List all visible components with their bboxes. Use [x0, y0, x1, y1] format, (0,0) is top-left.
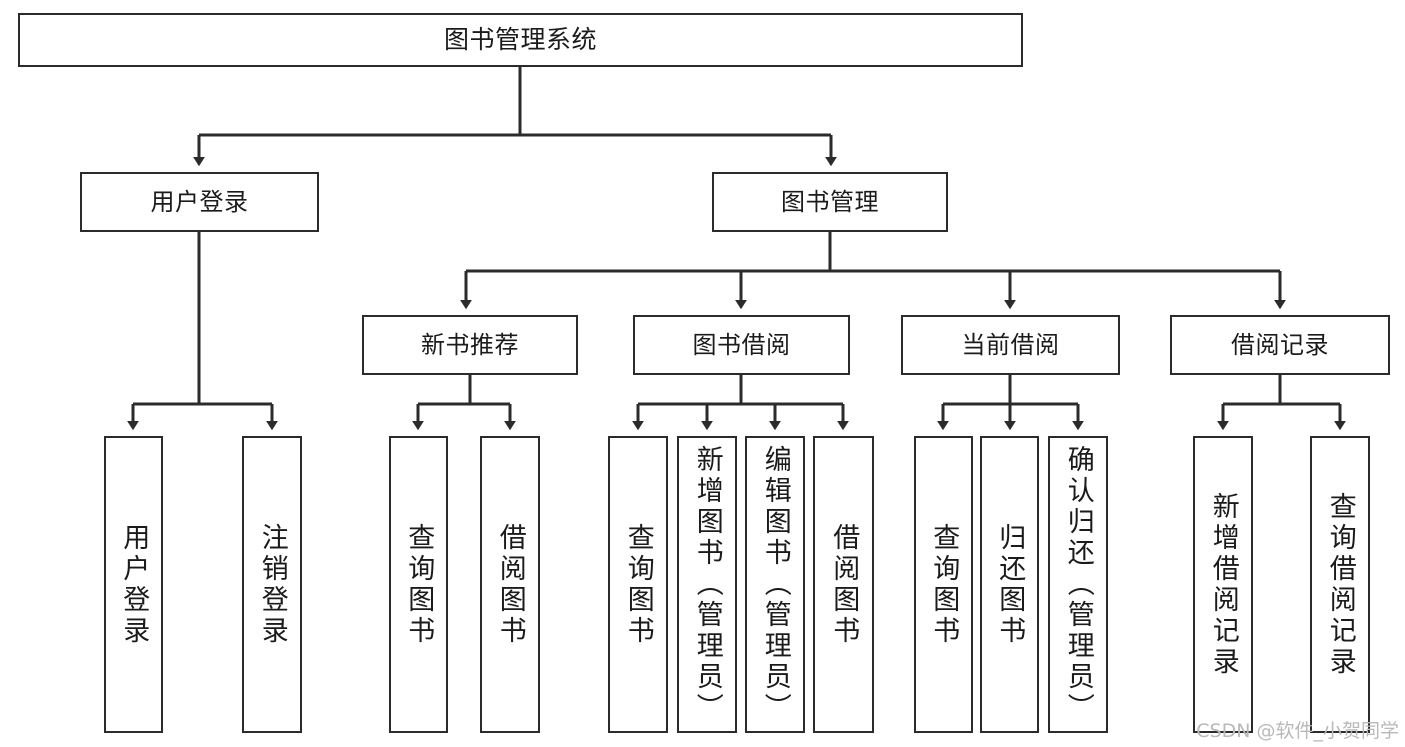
leaf-query-borrow-record[interactable]: 查询借阅记录	[1310, 436, 1370, 733]
connector-root-to-level1	[193, 67, 837, 167]
node-book-borrow[interactable]: 图书借阅	[633, 315, 850, 375]
connector-current-to-leaves	[937, 375, 1084, 431]
node-label: 借阅记录	[1231, 330, 1329, 359]
node-label: 注销登录	[256, 522, 288, 647]
node-label: 确认归还（管理员）	[1062, 445, 1094, 724]
node-label: 图书管理	[781, 187, 879, 216]
leaf-return-book[interactable]: 归还图书	[980, 436, 1039, 733]
node-label: 查询图书	[403, 522, 435, 647]
leaf-borrow-book[interactable]: 借阅图书	[813, 436, 874, 733]
node-label: 图书借阅	[692, 330, 791, 359]
leaf-confirm-return-admin[interactable]: 确认归还（管理员）	[1048, 436, 1108, 733]
leaf-query-book-current[interactable]: 查询图书	[914, 436, 973, 733]
node-label: 归还图书	[994, 522, 1026, 647]
node-book-management[interactable]: 图书管理	[712, 172, 948, 232]
node-label: 编辑图书（管理员）	[759, 445, 791, 724]
connector-newbook-to-leaves	[412, 375, 516, 431]
node-root-system[interactable]: 图书管理系统	[18, 13, 1023, 67]
leaf-user-login[interactable]: 用户登录	[104, 436, 163, 733]
node-borrow-records[interactable]: 借阅记录	[1170, 315, 1390, 375]
node-label: 查询图书	[622, 522, 654, 647]
node-label: 查询借阅记录	[1324, 491, 1356, 678]
node-current-borrow[interactable]: 当前借阅	[901, 315, 1120, 375]
node-label: 查询图书	[928, 522, 960, 647]
leaf-add-borrow-record[interactable]: 新增借阅记录	[1193, 436, 1253, 733]
leaf-add-book-admin[interactable]: 新增图书（管理员）	[677, 436, 737, 733]
node-label: 新增图书（管理员）	[691, 445, 723, 724]
leaf-edit-book-admin[interactable]: 编辑图书（管理员）	[745, 436, 805, 733]
node-label: 用户登录	[150, 187, 249, 216]
node-label: 借阅图书	[828, 522, 860, 647]
leaf-logout[interactable]: 注销登录	[242, 436, 302, 733]
leaf-query-book-borrow[interactable]: 查询图书	[608, 436, 668, 733]
node-label: 借阅图书	[494, 522, 526, 647]
node-label: 新增借阅记录	[1207, 491, 1239, 678]
node-label: 当前借阅	[961, 330, 1060, 359]
leaf-borrow-book-newbook[interactable]: 借阅图书	[480, 436, 540, 733]
connector-borrow-to-leaves	[632, 375, 849, 431]
node-user-login[interactable]: 用户登录	[80, 172, 319, 232]
connector-records-to-leaves	[1217, 375, 1346, 431]
node-label: 图书管理系统	[443, 25, 597, 55]
connector-bookmgmt-to-level2	[460, 232, 1286, 310]
connector-userlogin-to-leaves	[127, 232, 278, 431]
node-label: 用户登录	[118, 522, 150, 647]
node-label: 新书推荐	[421, 330, 519, 359]
leaf-query-book-newbook[interactable]: 查询图书	[389, 436, 448, 733]
node-new-book-recommend[interactable]: 新书推荐	[362, 315, 578, 375]
